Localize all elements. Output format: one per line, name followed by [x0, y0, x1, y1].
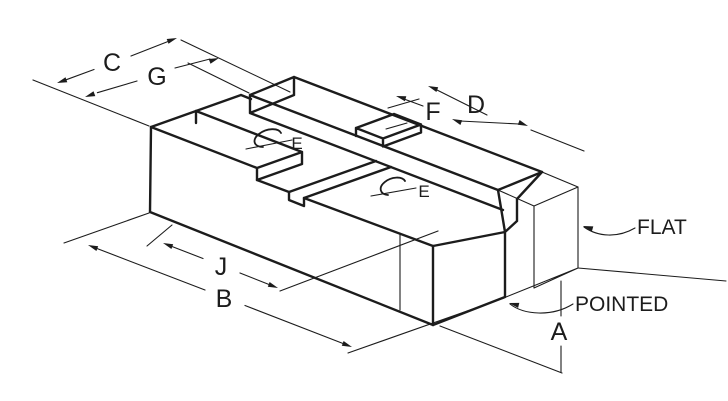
ext-line-c-right — [180, 39, 291, 93]
dim-line-d — [432, 87, 585, 152]
dim-label-c: C — [103, 49, 121, 77]
leader-flat — [583, 226, 636, 236]
leader-f — [403, 98, 424, 107]
ext-line-a-bottom — [439, 325, 563, 374]
arrow-flat — [583, 226, 594, 232]
dim-label-g: G — [147, 63, 166, 91]
callout-pointed: POINTED — [575, 293, 668, 316]
ext-line-g-right — [187, 62, 250, 94]
arrow-c-left — [57, 77, 68, 83]
leader-e-rear — [370, 187, 417, 197]
ext-line-b-left — [63, 212, 150, 244]
arrow-c-right — [166, 38, 177, 44]
phantom-flat-end — [497, 171, 579, 298]
phantom-baseline — [577, 267, 727, 282]
hole-label-e-front: E — [291, 134, 302, 153]
ext-line-j-left — [146, 224, 173, 247]
callout-flat: FLAT — [637, 216, 687, 239]
dim-label-a: A — [551, 318, 568, 346]
leader-e-front — [245, 139, 293, 150]
ext-line-b-right — [347, 297, 505, 354]
dim-line-j — [171, 245, 270, 286]
arrow-d-right — [517, 120, 528, 126]
ext-line-j-right — [279, 230, 439, 292]
dim-label-b: B — [216, 285, 233, 313]
dimension-and-phantom-lines — [32, 39, 727, 374]
dim-label-f: F — [425, 98, 440, 126]
arrow-d-left — [428, 86, 439, 92]
part-outline — [148, 75, 544, 327]
dim-line-g — [96, 58, 211, 94]
leader-pointed — [509, 303, 574, 314]
ext-line-c-left — [32, 79, 150, 127]
dim-label-j: J — [215, 253, 228, 281]
arrow-b-left — [88, 245, 99, 251]
hole-arc-front — [253, 128, 282, 148]
arrow-d-left2 — [452, 119, 463, 125]
ext-lines-f — [385, 98, 420, 130]
hole-label-e-rear: E — [418, 182, 429, 201]
arrow-f — [396, 96, 407, 102]
dim-line-c — [65, 40, 169, 81]
dim-label-d: D — [467, 91, 485, 119]
arrow-pointed — [509, 302, 520, 308]
arrow-g-left — [85, 91, 96, 97]
arrow-j-right — [267, 282, 278, 288]
arrowheads — [57, 38, 594, 347]
arrow-b-right — [341, 341, 352, 347]
arrow-j-left — [163, 243, 174, 249]
dim-line-b — [96, 247, 344, 345]
arrow-g-right — [208, 58, 219, 64]
